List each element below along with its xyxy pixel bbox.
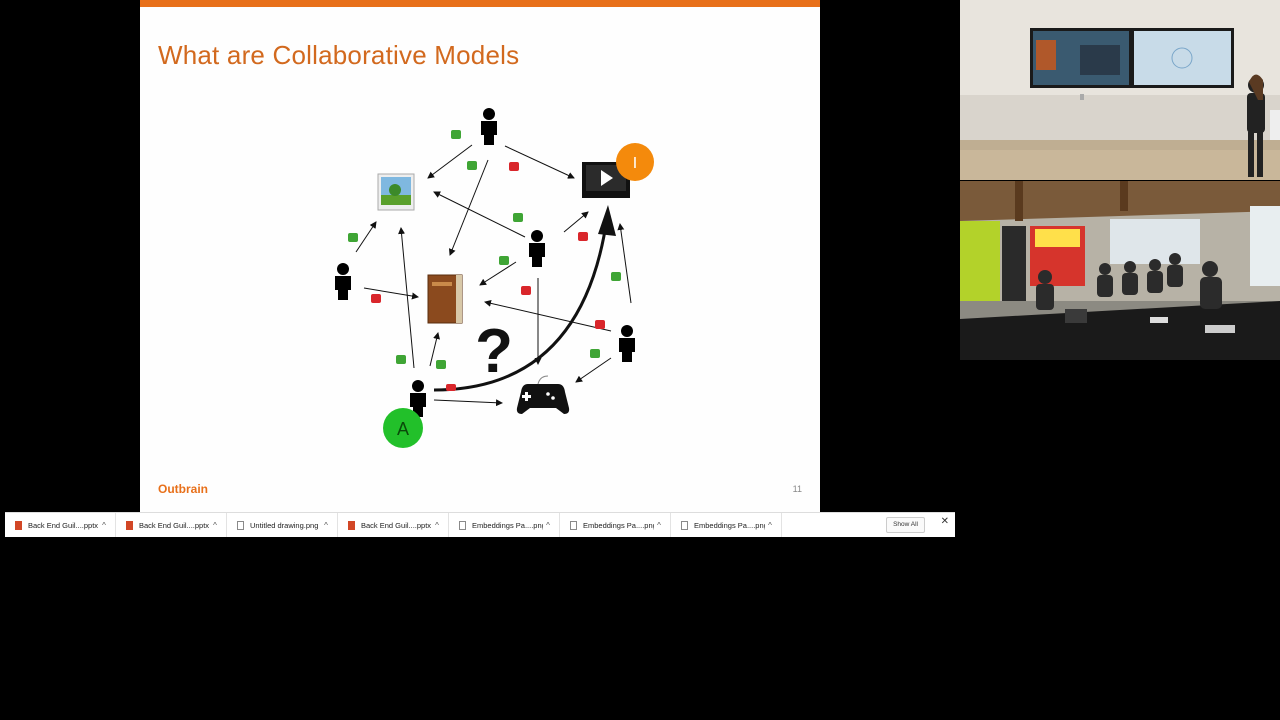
slide-page-number: 11 — [792, 484, 802, 494]
slide-title: What are Collaborative Models — [158, 40, 520, 70]
thumbs-down-icon — [578, 232, 588, 241]
curve-arrowhead — [598, 205, 616, 236]
thumbs-up-icon — [590, 349, 600, 358]
user-badge-label: A — [397, 419, 409, 439]
download-item[interactable]: Untitled drawing.png ^ — [227, 513, 338, 537]
show-all-button[interactable]: Show All — [886, 517, 925, 533]
thumbs-up-icon — [513, 213, 523, 222]
slide-accent-bar — [140, 0, 820, 7]
thumbs-down-icon — [521, 286, 531, 295]
download-file-name: Back End Guil....pptx — [361, 520, 432, 530]
thumbs-down-icon — [371, 294, 381, 303]
gamepad-item-icon — [516, 375, 570, 414]
user-badge — [383, 408, 423, 448]
person-icon — [335, 263, 351, 300]
thumbs-down-icon — [446, 384, 456, 391]
close-icon[interactable]: ✕ — [940, 516, 949, 527]
download-file-name: Embeddings Pa....png — [472, 520, 543, 530]
thumbs-up-icon — [611, 272, 621, 281]
thumbs-up-icon — [467, 161, 477, 170]
item-badge — [616, 143, 654, 181]
person-icon — [410, 380, 426, 417]
download-file-name: Untitled drawing.png — [250, 520, 319, 530]
chevron-up-icon[interactable]: ^ — [324, 520, 328, 530]
chevron-up-icon[interactable]: ^ — [102, 520, 106, 530]
chevron-up-icon[interactable]: ^ — [546, 520, 550, 530]
thumbs-down-icon — [509, 162, 519, 171]
person-icons — [335, 108, 635, 417]
collaborative-graph-diagram: I ? A — [335, 108, 654, 448]
presentation-slide: What are Collaborative Models — [140, 0, 820, 512]
thumbs-up-icon — [436, 360, 446, 369]
png-file-icon — [237, 520, 244, 530]
presenter-room-image — [960, 0, 1280, 180]
presenter-video-feed — [960, 0, 1280, 180]
download-item[interactable]: Back End Guil....pptx ^ — [338, 513, 449, 537]
thumbs-down-icon — [595, 320, 605, 329]
dislike-icons — [371, 162, 605, 391]
pptx-file-icon — [15, 520, 22, 530]
item-badge-label: I — [633, 155, 637, 172]
chevron-up-icon[interactable]: ^ — [213, 520, 217, 530]
thumbs-up-icon — [499, 256, 509, 265]
graph-edges — [355, 144, 632, 407]
png-file-icon — [681, 520, 688, 530]
download-item[interactable]: Back End Guil....pptx ^ — [116, 513, 227, 537]
question-mark: ? — [475, 317, 513, 386]
person-icon — [529, 230, 545, 267]
pptx-file-icon — [348, 520, 355, 530]
person-icon — [481, 108, 497, 145]
png-file-icon — [570, 520, 577, 530]
download-item[interactable]: Back End Guil....pptx ^ — [5, 513, 116, 537]
download-file-name: Embeddings Pa....png — [694, 520, 765, 530]
download-file-name: Back End Guil....pptx — [28, 520, 99, 530]
audience-room-image — [960, 181, 1280, 360]
book-item-icon — [427, 274, 463, 324]
recommendation-curve — [433, 217, 609, 392]
chevron-up-icon[interactable]: ^ — [768, 520, 772, 530]
audience-video-feed — [960, 181, 1280, 360]
person-icon — [619, 325, 635, 362]
pptx-file-icon — [126, 520, 133, 530]
download-file-name: Embeddings Pa....png — [583, 520, 654, 530]
like-icons — [348, 130, 621, 369]
download-item[interactable]: Embeddings Pa....png ^ — [560, 513, 671, 537]
thumbs-up-icon — [451, 130, 461, 139]
thumbs-up-icon — [396, 355, 406, 364]
picture-item-icon — [377, 173, 415, 211]
chevron-up-icon[interactable]: ^ — [435, 520, 439, 530]
thumbs-up-icon — [348, 233, 358, 242]
png-file-icon — [459, 520, 466, 530]
download-file-name: Back End Guil....pptx — [139, 520, 210, 530]
downloads-bar: Back End Guil....pptx ^ Back End Guil...… — [5, 512, 955, 537]
download-item[interactable]: Embeddings Pa....png ^ — [671, 513, 782, 537]
download-item[interactable]: Embeddings Pa....png ^ — [449, 513, 560, 537]
outbrain-logo: Outbrain — [158, 482, 208, 496]
chevron-up-icon[interactable]: ^ — [657, 520, 661, 530]
